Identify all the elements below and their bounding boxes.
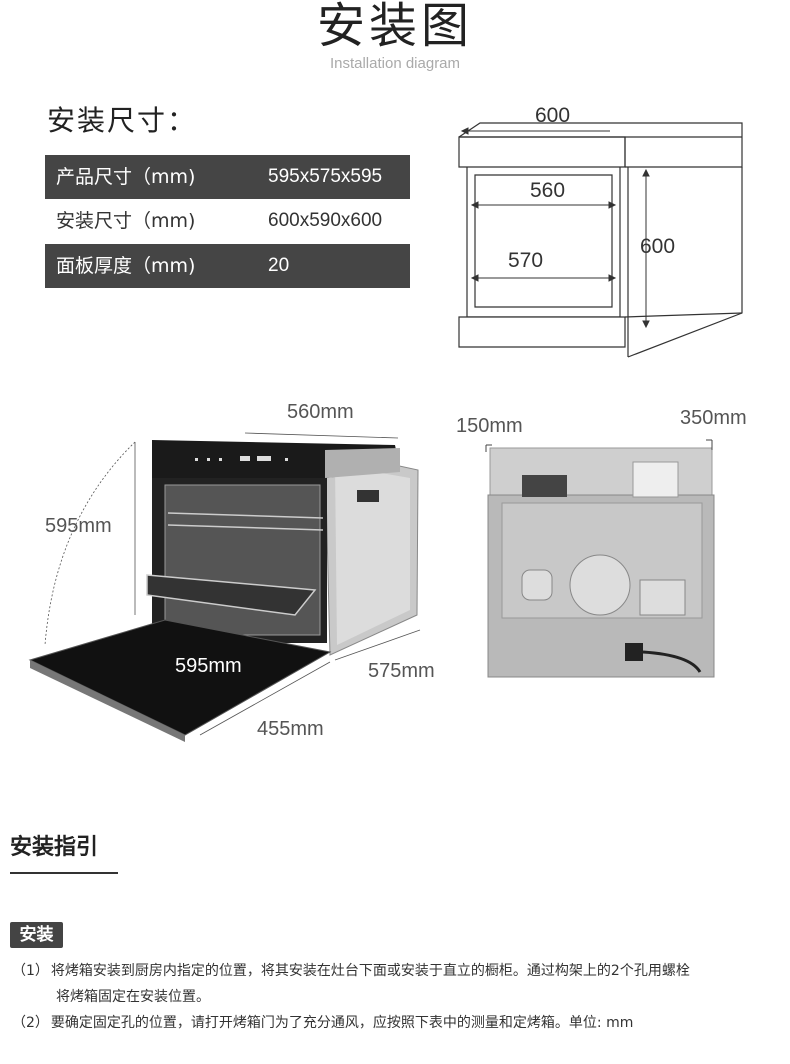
dimension-row: 安装尺寸（mm) 600x590x600 — [45, 199, 410, 243]
dimensions-heading: 安装尺寸： — [47, 104, 198, 137]
oven-door-label: 455mm — [257, 718, 324, 740]
guide-step-continuation: 将烤箱固定在安装位置。 — [56, 989, 210, 1005]
dimension-label: 安装尺寸（mm) — [56, 210, 196, 232]
oven-back-left-label: 150mm — [456, 415, 523, 437]
install-badge: 安装 — [10, 922, 63, 948]
guide-heading: 安装指引 — [10, 835, 99, 860]
page-title: 安装图 — [316, 0, 473, 54]
cabinet-width-label: 600 — [535, 104, 570, 127]
oven-inner-width-label: 595mm — [175, 655, 242, 677]
dimension-row: 面板厚度（mm) 20 — [45, 244, 410, 288]
oven-width-label: 560mm — [287, 401, 354, 423]
cabinet-diagram: 600 560 570 600 — [458, 104, 743, 358]
oven-front-image: 560mm 595mm 595mm 575mm 455mm — [28, 401, 435, 742]
guide-step: （2）要确定固定孔的位置，请打开烤箱门为了充分通风，应按照下表中的测量和定烤箱。… — [12, 1014, 633, 1032]
cabinet-inner-bottom-label: 570 — [508, 249, 543, 272]
oven-back-image: 150mm 350mm — [456, 407, 747, 678]
step-text: 将烤箱安装到厨房内指定的位置，将其安装在灶台下面或安装于直立的橱柜。通过构架上的… — [50, 963, 690, 979]
step-number: （2） — [12, 1015, 49, 1031]
page-subtitle: Installation diagram — [329, 55, 461, 72]
step-number: （1） — [12, 963, 49, 979]
guide-heading-underline — [10, 872, 118, 874]
oven-height-label: 595mm — [45, 515, 112, 537]
dimension-row: 产品尺寸（mm) 595x575x595 — [45, 155, 410, 199]
dimension-value: 595x575x595 — [268, 166, 383, 187]
dimension-label: 面板厚度（mm) — [56, 255, 196, 277]
cabinet-height-label: 600 — [640, 235, 675, 258]
dimension-value: 600x590x600 — [268, 210, 383, 231]
guide-step: （1）将烤箱安装到厨房内指定的位置，将其安装在灶台下面或安装于直立的橱柜。通过构… — [12, 962, 690, 980]
cabinet-inner-top-label: 560 — [530, 179, 565, 202]
dimension-value: 20 — [268, 255, 290, 276]
dimension-label: 产品尺寸（mm) — [56, 166, 196, 188]
step-text: 要确定固定孔的位置，请打开烤箱门为了充分通风，应按照下表中的测量和定烤箱。单位:… — [50, 1015, 634, 1031]
oven-depth-label: 575mm — [368, 660, 435, 682]
oven-back-right-label: 350mm — [680, 407, 747, 429]
